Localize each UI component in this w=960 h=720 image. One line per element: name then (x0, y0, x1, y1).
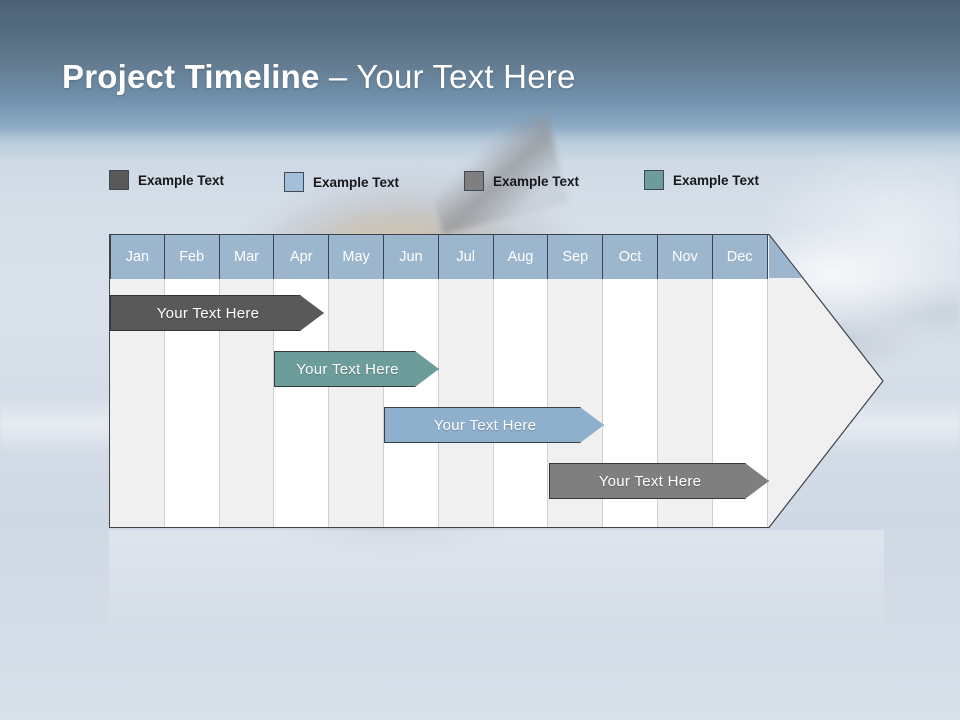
task-bar-4-label: Your Text Here (598, 472, 702, 490)
column-feb (164, 235, 220, 527)
legend-swatch-4 (644, 170, 664, 190)
title-separator: – (319, 58, 357, 95)
month-header-apr[interactable]: Apr (274, 235, 330, 279)
legend-label-4: Example Text (673, 172, 760, 188)
legend-item-1[interactable]: Example Text (109, 170, 224, 190)
timeline-chart: Jan Feb Mar Apr May Jun Jul Aug Sep Oct … (109, 234, 884, 528)
legend-item-4[interactable]: Example Text (644, 170, 759, 190)
month-header-jun[interactable]: Jun (383, 235, 439, 279)
month-header-jul[interactable]: Jul (438, 235, 494, 279)
month-header-row: Jan Feb Mar Apr May Jun Jul Aug Sep Oct … (110, 235, 768, 279)
task-bar-1-shape (110, 295, 324, 331)
page-title: Project Timeline – Your Text Here (62, 58, 576, 96)
legend-swatch-3 (464, 171, 484, 191)
title-bold-part: Project Timeline (62, 58, 320, 95)
legend-label-3: Example Text (493, 173, 580, 189)
task-bar-2[interactable]: Your Text Here (274, 351, 439, 387)
task-bar-3-shape (384, 407, 604, 443)
column-jan (110, 235, 165, 527)
legend-label-1: Example Text (138, 172, 225, 188)
legend-swatch-1 (109, 170, 129, 190)
month-header-oct[interactable]: Oct (603, 235, 658, 279)
task-bar-2-label: Your Text Here (296, 360, 399, 378)
task-bar-3-label: Your Text Here (433, 416, 537, 434)
task-bar-1[interactable]: Your Text Here (110, 295, 324, 331)
task-bar-4[interactable]: Your Text Here (549, 463, 769, 499)
month-header-nov[interactable]: Nov (657, 235, 713, 279)
column-aug (493, 235, 549, 527)
month-header-sep[interactable]: Sep (548, 235, 604, 279)
task-bar-1-label: Your Text Here (156, 304, 260, 322)
task-bar-4-shape (549, 463, 769, 499)
month-header-feb[interactable]: Feb (164, 235, 220, 279)
column-mar (219, 235, 275, 527)
month-header-dec[interactable]: Dec (712, 235, 768, 279)
task-bar-2-shape (274, 351, 439, 387)
legend-swatch-2 (284, 172, 304, 192)
title-light-part: Your Text Here (356, 58, 576, 95)
month-header-may[interactable]: May (329, 235, 384, 279)
month-header-jan[interactable]: Jan (110, 235, 165, 279)
legend-item-3[interactable]: Example Text (464, 171, 579, 191)
legend-item-2[interactable]: Example Text (284, 172, 399, 192)
month-header-aug[interactable]: Aug (493, 235, 549, 279)
month-header-mar[interactable]: Mar (219, 235, 275, 279)
column-jul (438, 235, 494, 527)
task-bar-3[interactable]: Your Text Here (384, 407, 604, 443)
legend-label-2: Example Text (313, 174, 400, 190)
